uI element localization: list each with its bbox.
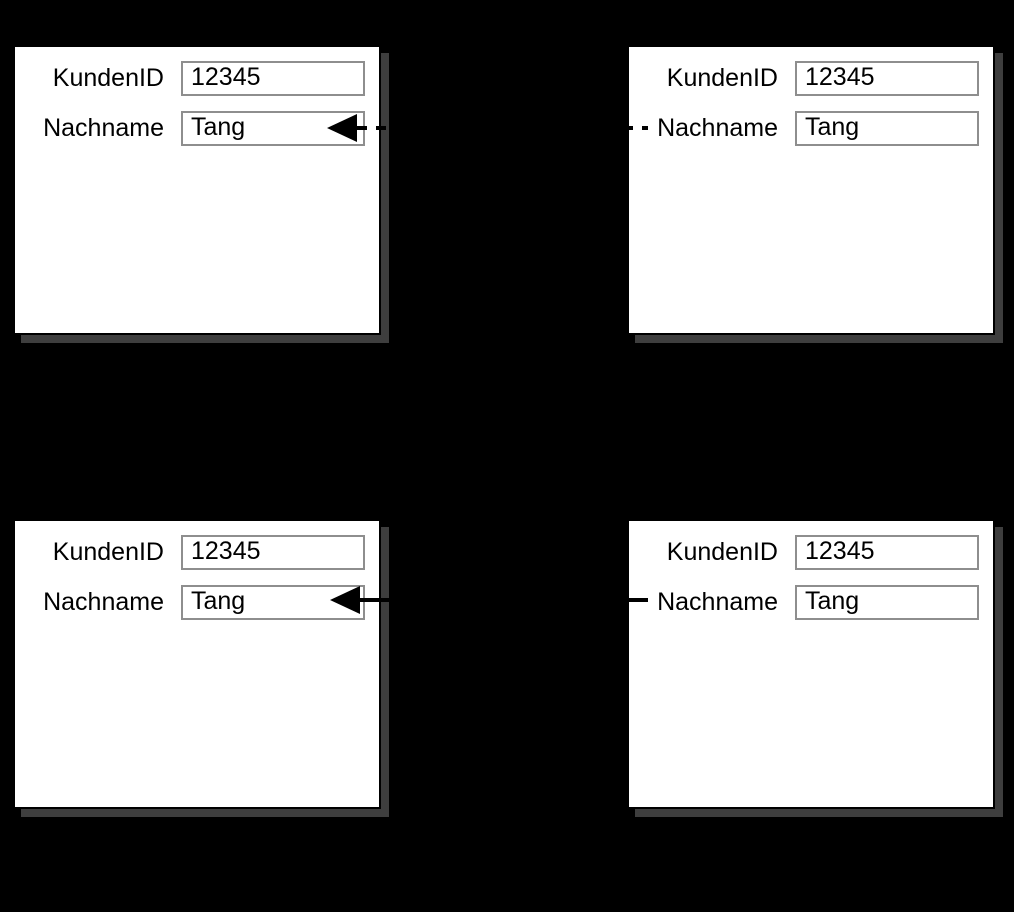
kundenid-row: KundenID	[53, 61, 365, 96]
nachname-label: Nachname	[657, 114, 778, 142]
nachname-row: Nachname	[43, 111, 365, 146]
nachname-input[interactable]	[795, 585, 979, 620]
kundenid-row: KundenID	[667, 535, 979, 570]
nachname-input[interactable]	[795, 111, 979, 146]
kundenid-label: KundenID	[52, 64, 164, 92]
kundenid-input[interactable]	[181, 535, 365, 570]
kundenid-label: KundenID	[666, 64, 778, 92]
kundenid-row: KundenID	[667, 61, 979, 96]
form-panel-top-right: KundenID Nachname	[627, 45, 995, 335]
nachname-label: Nachname	[43, 114, 164, 142]
form-panel-bottom-right: KundenID Nachname	[627, 519, 995, 809]
nachname-label: Nachname	[657, 588, 778, 616]
solid-binding-line	[358, 598, 648, 602]
dashed-binding-line	[357, 126, 648, 130]
kundenid-input[interactable]	[181, 61, 365, 96]
nachname-label: Nachname	[43, 588, 164, 616]
kundenid-input[interactable]	[795, 535, 979, 570]
kundenid-label: KundenID	[666, 538, 778, 566]
form-panel-bottom-left: KundenID Nachname	[13, 519, 381, 809]
form-panel-top-left: KundenID Nachname	[13, 45, 381, 335]
kundenid-input[interactable]	[795, 61, 979, 96]
nachname-row: Nachname	[43, 585, 365, 620]
nachname-row: Nachname	[657, 585, 979, 620]
nachname-input[interactable]	[181, 111, 365, 146]
kundenid-label: KundenID	[52, 538, 164, 566]
nachname-row: Nachname	[657, 111, 979, 146]
nachname-input[interactable]	[181, 585, 365, 620]
kundenid-row: KundenID	[53, 535, 365, 570]
